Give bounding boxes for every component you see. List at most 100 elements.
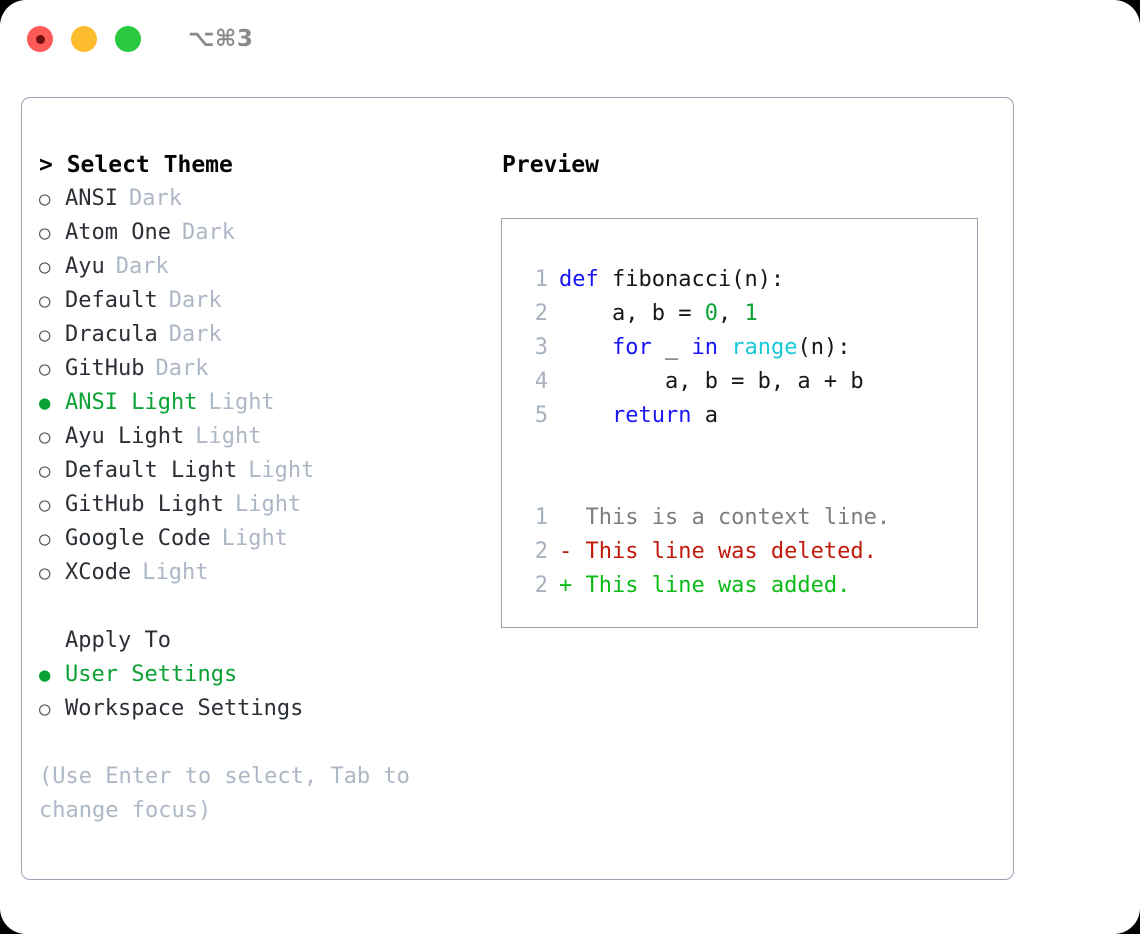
code-content: a, b = 0, 1 <box>559 297 758 331</box>
token-number: 0 <box>704 301 718 326</box>
keyboard-hint-text: (Use Enter to select, Tab to change focu… <box>39 764 424 823</box>
title-bar: ⌥⌘3 <box>0 0 1140 78</box>
theme-option-ansi-dark[interactable]: ○ ANSI Dark <box>39 182 492 216</box>
apply-option-workspace-settings[interactable]: ○ Workspace Settings <box>39 692 492 726</box>
theme-name: Ayu <box>65 254 105 279</box>
theme-name: Atom One <box>65 220 171 245</box>
apply-option-user-settings[interactable]: ● User Settings <box>39 658 492 692</box>
diff-content: + This line was added. <box>559 573 851 598</box>
apply-to-list: ● User Settings ○ Workspace Settings <box>39 658 492 726</box>
theme-option-ayu-light[interactable]: ○ Ayu Light Light <box>39 420 492 454</box>
line-number: 1 <box>534 267 548 292</box>
theme-name: ANSI Light <box>65 390 198 415</box>
radio-icon: ○ <box>39 562 51 584</box>
theme-variant: Light <box>195 424 262 449</box>
token-plain <box>559 403 612 428</box>
token-plain: _ <box>651 335 692 360</box>
theme-option-github-light[interactable]: ○ GitHub Light Light <box>39 488 492 522</box>
theme-name: GitHub Light <box>65 492 224 517</box>
code-line: 4 a, b = b, a + b <box>518 365 977 399</box>
theme-option-default-light[interactable]: ○ Default Light Light <box>39 454 492 488</box>
radio-icon: ○ <box>39 324 51 346</box>
code-line: 5 return a <box>518 399 977 433</box>
theme-option-dracula-dark[interactable]: ○ Dracula Dark <box>39 318 492 352</box>
theme-option-xcode[interactable]: ○ XCode Light <box>39 556 492 590</box>
preview-box: 1 def fibonacci(n): 2 a, b = 0, 1 3 for … <box>501 218 978 628</box>
main-panel: > Select Theme ○ ANSI Dark ○ Atom One Da… <box>21 97 1014 880</box>
theme-option-google-code[interactable]: ○ Google Code Light <box>39 522 492 556</box>
theme-variant: Light <box>208 390 275 415</box>
minimize-button[interactable] <box>71 26 97 52</box>
radio-icon: ○ <box>39 460 51 482</box>
token-plain: fibonacci(n): <box>598 267 785 292</box>
theme-variant: Dark <box>168 288 222 313</box>
theme-name: Default Light <box>65 458 238 483</box>
radio-icon: ○ <box>39 698 51 720</box>
theme-name: XCode <box>65 560 132 585</box>
theme-option-ayu-dark[interactable]: ○ Ayu Dark <box>39 250 492 284</box>
token-function: range <box>731 335 798 360</box>
theme-picker-column: > Select Theme ○ ANSI Dark ○ Atom One Da… <box>22 148 492 879</box>
diff-line-deleted: 2 - This line was deleted. <box>518 535 977 569</box>
theme-option-ansi-light[interactable]: ● ANSI Light Light <box>39 386 492 420</box>
radio-icon: ○ <box>39 358 51 380</box>
radio-icon-selected: ● <box>39 664 51 686</box>
line-number: 2 <box>534 573 548 598</box>
maximize-button[interactable] <box>115 26 141 52</box>
theme-variant: Dark <box>181 220 235 245</box>
token-plain: (n): <box>797 335 851 360</box>
radio-icon: ○ <box>39 222 51 244</box>
theme-variant: Dark <box>168 322 222 347</box>
line-number: 5 <box>534 403 548 428</box>
token-plain: , <box>717 301 745 326</box>
diff-line-added: 2 + This line was added. <box>518 569 977 603</box>
radio-icon: ○ <box>39 528 51 550</box>
token-keyword: return <box>611 403 692 428</box>
theme-option-default-dark[interactable]: ○ Default Dark <box>39 284 492 318</box>
line-number: 4 <box>534 369 548 394</box>
theme-variant: Light <box>234 492 302 517</box>
radio-icon: ○ <box>39 290 51 312</box>
radio-icon: ○ <box>39 426 51 448</box>
radio-icon-selected: ● <box>39 392 51 414</box>
theme-name: Google Code <box>65 526 211 551</box>
window-controls <box>27 26 141 52</box>
theme-list: ○ ANSI Dark ○ Atom One Dark ○ Ayu Dark <box>39 182 492 590</box>
apply-option-label: User Settings <box>65 662 238 687</box>
code-blank-line <box>518 467 977 501</box>
code-content: a, b = b, a + b <box>559 365 864 399</box>
theme-variant: Dark <box>128 186 182 211</box>
theme-name: Dracula <box>65 322 158 347</box>
token-keyword: for <box>611 335 652 360</box>
theme-name: Ayu Light <box>65 424 185 449</box>
token-plain: a <box>691 403 718 428</box>
keyboard-shortcut-label: ⌥⌘3 <box>188 26 254 52</box>
theme-name: Default <box>65 288 158 313</box>
panel-columns: > Select Theme ○ ANSI Dark ○ Atom One Da… <box>22 98 1013 879</box>
theme-variant: Dark <box>115 254 169 279</box>
preview-column: Preview 1 def fibonacci(n): 2 a, b = 0, … <box>492 148 1013 879</box>
theme-option-github-dark[interactable]: ○ GitHub Dark <box>39 352 492 386</box>
token-plain: a, b = <box>559 301 705 326</box>
theme-name: GitHub <box>65 356 145 381</box>
diff-line-context: 1 This is a context line. <box>518 501 977 535</box>
theme-variant: Light <box>248 458 315 483</box>
close-button[interactable] <box>27 26 53 52</box>
line-number: 2 <box>534 539 548 564</box>
code-content: for _ in range(n): <box>559 331 850 365</box>
line-number: 1 <box>534 505 548 530</box>
diff-content: This is a context line. <box>559 505 891 530</box>
code-content: return a <box>559 399 718 433</box>
token-plain: a, b = b, a + b <box>559 369 864 394</box>
radio-icon: ○ <box>39 494 51 516</box>
line-number: 2 <box>534 301 548 326</box>
radio-icon: ○ <box>39 188 51 210</box>
theme-name: ANSI <box>65 186 118 211</box>
token-keyword: def <box>559 267 599 292</box>
diff-content: - This line was deleted. <box>559 539 877 564</box>
theme-option-atom-one-dark[interactable]: ○ Atom One Dark <box>39 216 492 250</box>
code-blank-line <box>518 433 977 467</box>
token-plain <box>559 335 612 360</box>
radio-icon: ○ <box>39 256 51 278</box>
